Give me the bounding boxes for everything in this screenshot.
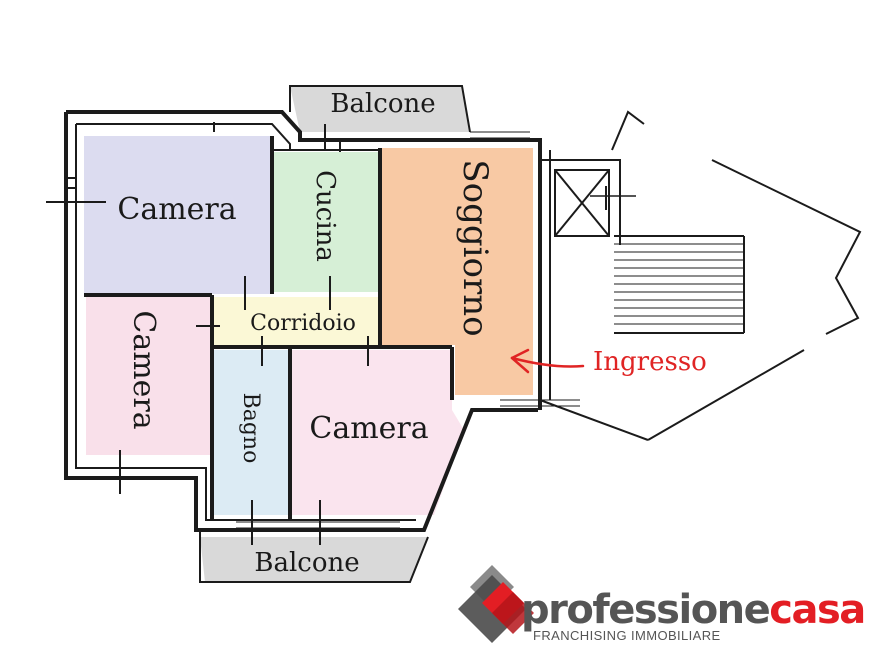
professionecasa-logo: professionecasa FRANCHISING IMMOBILIARE xyxy=(458,565,866,643)
room-cucina xyxy=(274,152,378,292)
label-balcone-top: Balcone xyxy=(330,89,435,119)
balcone-top-area xyxy=(290,86,470,132)
window-marks xyxy=(46,122,580,545)
label-camera-left: Camera xyxy=(126,310,161,429)
room-corridoio xyxy=(214,297,382,345)
room-camera-right xyxy=(292,350,464,515)
logo-word-professione: professione xyxy=(521,587,770,633)
logo-wordmark: professionecasa xyxy=(521,587,865,633)
ingresso-arrow xyxy=(510,348,585,374)
logo-tagline: FRANCHISING IMMOBILIARE xyxy=(533,628,721,643)
label-bagno: Bagno xyxy=(238,393,263,464)
label-balcone-bottom: Balcone xyxy=(254,548,359,578)
label-cucina: Cucina xyxy=(310,170,340,262)
walls xyxy=(64,85,551,583)
logo-word-casa: casa xyxy=(769,587,865,633)
room-camera-top-left xyxy=(84,136,270,294)
label-corridoio: Corridoio xyxy=(250,311,356,336)
stairwell xyxy=(539,110,862,441)
room-camera-left xyxy=(86,297,210,455)
label-soggiorno: Soggiorno xyxy=(455,159,495,336)
room-bagno xyxy=(214,350,288,515)
room-soggiorno xyxy=(382,148,533,395)
label-ingresso: Ingresso xyxy=(593,347,707,377)
label-camera-right: Camera xyxy=(309,411,428,446)
balcone-bottom-area xyxy=(200,537,428,582)
label-camera-top-left: Camera xyxy=(117,192,236,227)
logo-mark-icon xyxy=(458,565,534,643)
